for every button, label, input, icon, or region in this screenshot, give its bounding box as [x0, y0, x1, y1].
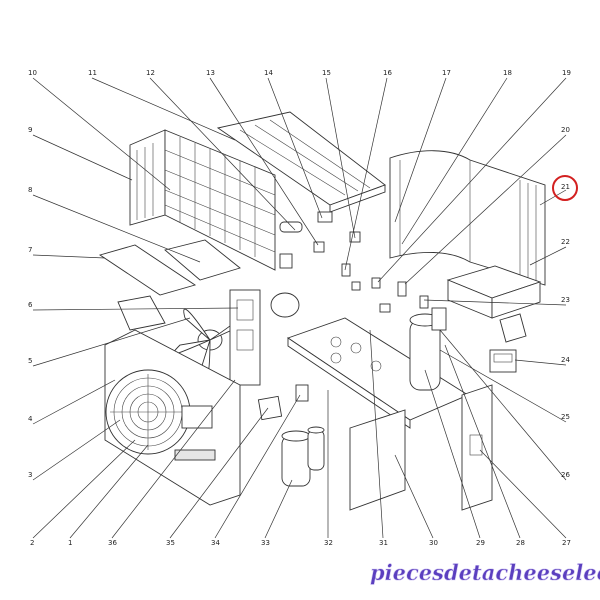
evaporator-coil-part — [129, 129, 276, 271]
callout-34: 34 — [211, 539, 220, 547]
callout-36: 36 — [108, 539, 117, 547]
callouts-bottom: 2 1 36 35 34 33 32 31 30 29 28 27 — [30, 539, 571, 547]
top-cover-part — [216, 111, 386, 213]
condenser-coil-part — [389, 150, 546, 286]
callout-33: 33 — [261, 539, 270, 547]
side-panel-parts — [349, 384, 493, 511]
callout-30: 30 — [429, 539, 438, 547]
controller-part — [489, 349, 517, 373]
display-parts — [257, 384, 309, 421]
callout-29: 29 — [476, 539, 485, 547]
callout-14: 14 — [264, 69, 273, 77]
callout-8: 8 — [28, 186, 32, 194]
highlight-circle — [552, 175, 578, 201]
callouts-left: 9 8 7 6 5 4 3 — [28, 126, 33, 479]
electrical-box-part — [446, 265, 542, 319]
callout-6: 6 — [28, 301, 33, 309]
callout-12: 12 — [146, 69, 155, 77]
callout-20: 20 — [561, 126, 570, 134]
callout-13: 13 — [206, 69, 215, 77]
callout-10: 10 — [28, 69, 37, 77]
heat-exchanger-part — [409, 307, 447, 391]
callout-11: 11 — [88, 69, 97, 77]
callout-5: 5 — [28, 357, 32, 365]
callout-31: 31 — [379, 539, 388, 547]
valve-parts — [371, 277, 429, 313]
panel-parts — [98, 239, 241, 331]
watermark-text: piecesdetacheeselec.com — [370, 560, 600, 585]
callout-21: 21 — [561, 183, 570, 191]
compressor-part — [281, 426, 325, 487]
leader-lines — [32, 77, 567, 539]
callout-17: 17 — [442, 69, 451, 77]
callout-16: 16 — [383, 69, 392, 77]
base-tray-part — [287, 317, 469, 429]
callout-15: 15 — [322, 69, 331, 77]
callouts-top: 10 11 12 13 14 15 16 17 18 19 — [28, 69, 571, 77]
callout-7: 7 — [28, 246, 32, 254]
callout-4: 4 — [28, 415, 33, 423]
callout-26: 26 — [561, 471, 570, 479]
callout-2: 2 — [30, 539, 34, 547]
callout-9: 9 — [28, 126, 32, 134]
callout-23: 23 — [561, 296, 570, 304]
callout-22: 22 — [561, 238, 570, 246]
small-components — [279, 211, 361, 291]
callout-24: 24 — [561, 356, 570, 364]
callout-28: 28 — [516, 539, 525, 547]
callout-18: 18 — [503, 69, 512, 77]
bracket-part — [499, 313, 527, 343]
callout-1: 1 — [68, 539, 72, 547]
callout-19: 19 — [562, 69, 571, 77]
parts-drawing — [98, 111, 546, 511]
callout-35: 35 — [166, 539, 175, 547]
callouts-right: 20 21 22 23 24 25 26 — [561, 126, 570, 479]
callout-3: 3 — [28, 471, 32, 479]
callout-25: 25 — [561, 413, 570, 421]
fan-motor-part — [229, 289, 300, 386]
front-casing-part — [104, 329, 241, 506]
callout-27: 27 — [562, 539, 571, 547]
callout-32: 32 — [324, 539, 333, 547]
